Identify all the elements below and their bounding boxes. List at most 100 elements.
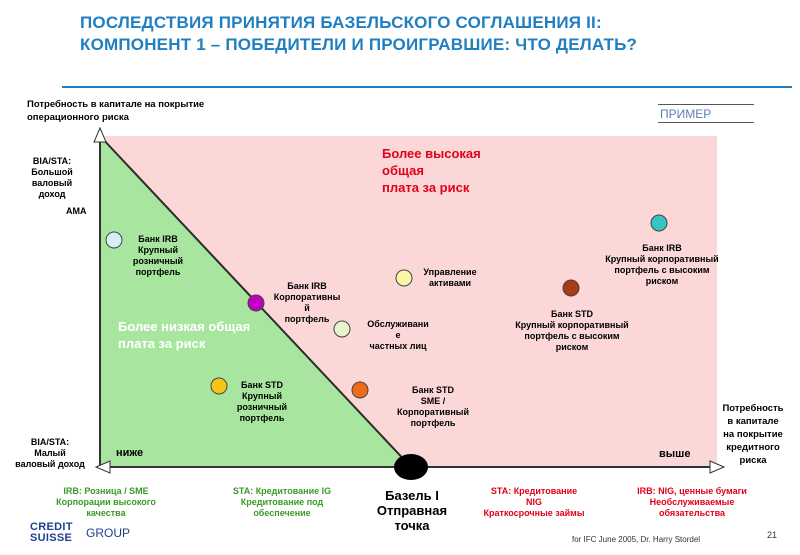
irb-highrisk-line-1: Банк IRB <box>642 243 682 253</box>
bubble-std-retail <box>210 377 228 395</box>
winners-sta-line-3: обеспечение <box>253 508 311 518</box>
label-std-sme: Банк STD SME / Корпоративный портфель <box>380 385 486 429</box>
irb-highrisk-line-3: портфель с высоким <box>614 265 710 275</box>
winners-irb-line-3: качества <box>86 508 126 518</box>
std-highrisk-line-3: портфель с высоким <box>524 331 620 341</box>
x-axis-arrow-right-icon <box>709 460 726 474</box>
std-highrisk-line-1: Банк STD <box>551 309 593 319</box>
logo-group: GROUP <box>86 526 131 540</box>
y-top-line-4: доход <box>38 189 66 199</box>
origin-line-1: Базель I <box>385 488 439 503</box>
bubble-irb-corporate <box>247 294 265 312</box>
credit-suisse-logo: CREDIT SUISSE GROUP <box>30 521 130 544</box>
bubble-irb-highrisk <box>650 214 668 232</box>
irb-highrisk-line-4: риском <box>645 276 679 286</box>
y-axis-title-line-2: операционного риска <box>27 112 129 123</box>
x-title-line-5: риска <box>739 455 767 466</box>
origin-line-3: точка <box>394 518 430 533</box>
label-std-highrisk: Банк STD Крупный корпоративный портфель … <box>506 309 638 353</box>
slide-title: ПОСЛЕДСТВИЯ ПРИНЯТИЯ БАЗЕЛЬСКОГО СОГЛАШЕ… <box>80 12 780 56</box>
label-private-banking: Обслуживани е частных лиц <box>352 319 444 352</box>
bubble-std-highrisk <box>562 279 580 297</box>
low-charge-line-1: Более низкая общая <box>118 319 251 334</box>
irb-retail-line-1: Банк IRB <box>138 234 178 244</box>
high-charge-line-2: общая <box>382 163 424 178</box>
x-title-line-1: Потребность <box>722 403 784 414</box>
losers-group-sta: STA: Кредитование NIG Краткосрочные займ… <box>470 486 598 519</box>
x-axis-arrow-left-icon <box>94 460 111 474</box>
irb-retail-line-2: Крупный <box>138 245 178 255</box>
std-highrisk-line-4: риском <box>555 342 589 352</box>
losers-irb-line-1: IRB: NIG, ценные бумаги <box>637 486 747 496</box>
y-bottom-line-2: Малый <box>34 448 66 458</box>
title-divider <box>62 86 792 88</box>
page-number: 21 <box>767 530 778 540</box>
label-std-retail: Банк STD Крупный розничный портфель <box>222 380 302 424</box>
losers-irb-line-3: обязательства <box>658 508 726 518</box>
high-charge-region <box>100 136 717 466</box>
high-charge-line-1: Более высокая <box>382 146 481 161</box>
irb-corporate-line-3: й <box>304 303 310 313</box>
y-axis-arrow-icon <box>93 126 107 143</box>
ama-label: AMA <box>66 206 87 216</box>
private-banking-line-3: частных лиц <box>369 341 427 351</box>
x-title-line-4: кредитного <box>726 442 780 453</box>
losers-sta-line-1: STA: Кредитование <box>490 486 578 496</box>
y-top-line-1: BIA/STA: <box>32 156 72 166</box>
winners-irb-line-2: Корпорации высокого <box>56 497 156 507</box>
origin-label: Базель I Отправная точка <box>362 488 462 533</box>
winners-irb-line-1: IRB: Розница / SME <box>63 486 149 496</box>
high-charge-line-3: плата за риск <box>382 180 470 195</box>
std-sme-line-4: портфель <box>410 418 456 428</box>
y-axis-title-line-1: Потребность в капитале на покрытие <box>27 99 205 110</box>
std-highrisk-line-2: Крупный корпоративный <box>515 320 629 330</box>
x-title-line-2: в капитале <box>727 416 779 427</box>
y-axis-top-label: BIA/STA: Большой валовый доход <box>22 156 82 200</box>
label-irb-retail: Банк IRB Крупный розничный портфель <box>118 234 198 278</box>
winners-group-sta: STA: Кредитование IG Кредитование под об… <box>212 486 352 519</box>
label-irb-corporate: Банк IRB Корпоративны й портфель <box>262 281 352 325</box>
high-charge-label: Более высокая общая плата за риск <box>382 145 481 196</box>
winners-sta-line-1: STA: Кредитование IG <box>232 486 332 496</box>
bubble-asset-management <box>395 269 413 287</box>
irb-highrisk-line-2: Крупный корпоративный <box>605 254 719 264</box>
std-retail-line-1: Банк STD <box>241 380 283 390</box>
asset-mgmt-line-1: Управление <box>423 267 477 277</box>
y-axis-bottom-label: BIA/STA: Малый валовый доход <box>10 437 90 470</box>
std-sme-line-2: SME / <box>420 396 446 406</box>
logo-credit: CREDIT <box>30 521 73 533</box>
origin-line-2: Отправная <box>376 503 448 518</box>
irb-retail-line-4: портфель <box>135 267 181 277</box>
irb-corporate-line-4: портфель <box>284 314 330 324</box>
label-irb-highrisk: Банк IRB Крупный корпоративный портфель … <box>596 243 728 287</box>
footer-credit: for IFC June 2005, Dr. Harry Stordel <box>572 535 701 544</box>
private-banking-line-2: е <box>395 330 401 340</box>
irb-retail-line-3: розничный <box>132 256 184 266</box>
title-line-1: ПОСЛЕДСТВИЯ ПРИНЯТИЯ БАЗЕЛЬСКОГО СОГЛАШЕ… <box>80 13 602 32</box>
origin-point <box>394 454 428 480</box>
std-retail-line-4: портфель <box>239 413 285 423</box>
std-retail-line-2: Крупный <box>242 391 282 401</box>
y-bottom-line-3: валовый доход <box>15 459 85 469</box>
axis-lower-label: ниже <box>116 447 144 459</box>
bubble-private-banking <box>333 320 351 338</box>
bubble-std-sme <box>351 381 369 399</box>
label-asset-management: Управление активами <box>412 267 488 289</box>
y-axis-title: Потребность в капитале на покрытие опера… <box>27 98 204 124</box>
losers-irb-line-2: Необслуживаемые <box>649 497 735 507</box>
y-top-line-3: валовый <box>31 178 73 188</box>
private-banking-line-1: Обслуживани <box>367 319 429 329</box>
y-bottom-line-1: BIA/STA: <box>30 437 70 447</box>
axis-higher-label: выше <box>659 448 691 460</box>
bubble-irb-retail <box>105 231 123 249</box>
x-axis-title: Потребность в капитале на покрытие креди… <box>710 402 796 467</box>
losers-sta-line-3: Краткосрочные займы <box>483 508 585 518</box>
losers-group-irb: IRB: NIG, ценные бумаги Необслуживаемые … <box>622 486 762 519</box>
logo-suisse: SUISSE <box>30 532 73 544</box>
winners-sta-line-2: Кредитование под <box>240 497 324 507</box>
example-label: ПРИМЕР <box>658 104 754 123</box>
x-title-line-3: на покрытие <box>723 429 783 440</box>
winners-group-irb: IRB: Розница / SME Корпорации высокого к… <box>46 486 166 519</box>
asset-mgmt-line-2: активами <box>428 278 472 288</box>
